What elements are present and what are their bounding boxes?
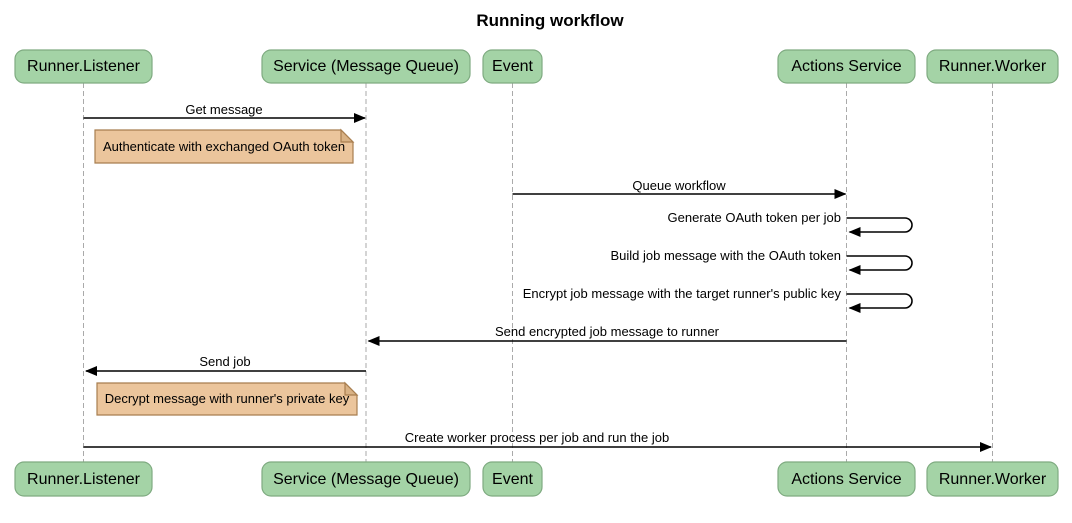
note-shape xyxy=(96,382,358,416)
diagram-title: Running workflow xyxy=(476,11,624,30)
participant-label: Service (Message Queue) xyxy=(273,58,459,75)
participant-label: Runner.Worker xyxy=(939,471,1047,488)
participant-label: Actions Service xyxy=(791,471,901,488)
participant-label: Event xyxy=(492,471,533,488)
participant-service-message-queue-bottom xyxy=(261,461,471,497)
message-label-create-worker: Create worker process per job and run th… xyxy=(405,430,669,445)
message-label-send-job: Send job xyxy=(199,354,250,369)
participant-service-message-queue-top xyxy=(261,49,471,84)
note-label: Authenticate with exchanged OAuth token xyxy=(103,139,345,154)
participant-label: Event xyxy=(492,58,533,75)
participant-runner-worker-bottom xyxy=(926,461,1059,497)
note-decrypt: Decrypt message with runner's private ke… xyxy=(96,381,359,416)
participant-label: Runner.Listener xyxy=(27,471,141,488)
participant-label: Runner.Worker xyxy=(939,58,1047,75)
participant-runner-listener-top xyxy=(14,49,153,84)
message-label-queue-workflow: Queue workflow xyxy=(632,178,726,193)
self-arrow-build-job-message xyxy=(846,255,913,275)
participant-runner-listener-bottom xyxy=(14,461,153,497)
participant-label: Service (Message Queue) xyxy=(273,471,459,488)
message-label-get-message: Get message xyxy=(185,102,262,117)
message-label-generate-token: Generate OAuth token per job xyxy=(668,210,841,225)
participant-event-top xyxy=(482,49,543,84)
message-label-build-job-message: Build job message with the OAuth token xyxy=(610,248,841,263)
participant-runner-worker-top xyxy=(926,49,1059,84)
participant-event-bottom xyxy=(482,461,543,497)
message-label-send-encrypted: Send encrypted job message to runner xyxy=(495,324,720,339)
note-fold-icon xyxy=(340,128,355,143)
participants-bottom: Runner.Listener Service (Message Queue) … xyxy=(14,461,1059,497)
note-fold-icon xyxy=(344,381,359,396)
participant-label: Runner.Listener xyxy=(27,58,141,75)
participants-top: Runner.Listener Service (Message Queue) … xyxy=(14,49,1059,84)
note-label: Decrypt message with runner's private ke… xyxy=(105,391,350,406)
self-arrow-encrypt-job-message xyxy=(846,293,913,313)
note-shape xyxy=(94,129,354,164)
participant-actions-service-bottom xyxy=(777,461,916,497)
participant-actions-service-top xyxy=(777,49,916,84)
self-arrow-generate-token xyxy=(846,217,913,237)
note-authenticate: Authenticate with exchanged OAuth token xyxy=(94,128,355,164)
message-label-encrypt-job-message: Encrypt job message with the target runn… xyxy=(523,286,842,301)
participant-label: Actions Service xyxy=(791,58,901,75)
